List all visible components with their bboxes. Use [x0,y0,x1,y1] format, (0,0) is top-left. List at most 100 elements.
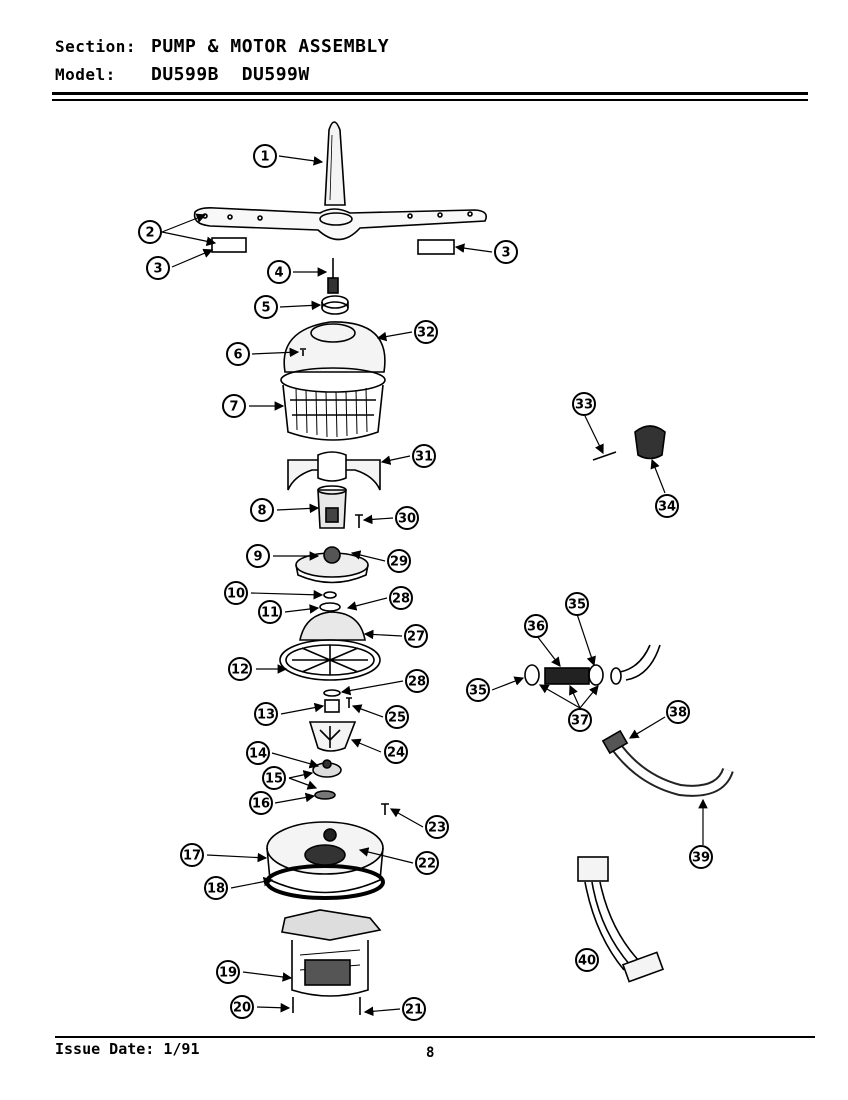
callout-label-33: 33 [575,398,593,413]
spray-arm-clip-left [211,237,247,253]
screw-33 [592,451,617,461]
callout-label-38: 38 [669,706,687,721]
callout-label-14: 14 [249,747,267,762]
lower-spray-arm [193,207,488,241]
callout-circle-18 [204,876,228,900]
callout-label-35: 35 [568,598,586,613]
callout-circle-25 [385,705,409,729]
callout-circle-1 [253,144,277,168]
issue-date: Issue Date: 1/91 [55,1040,200,1058]
callout-circle-28 [389,586,413,610]
seal-11 [319,602,341,612]
callout-label-28: 28 [392,592,410,607]
callout-label-18: 18 [207,882,225,897]
callout-circle-38 [666,700,690,724]
callout-label-16: 16 [252,797,270,812]
callout-label-13: 13 [257,708,275,723]
callout-circle-16 [249,791,273,815]
section-value: PUMP & MOTOR ASSEMBLY [151,36,390,57]
callout-circle-12 [228,657,252,681]
spray-arm-screw [327,258,339,294]
callout-circle-2 [138,220,162,244]
callout-circle-23 [425,815,449,839]
callout-circle-19 [216,960,240,984]
callout-label-22: 22 [418,857,436,872]
callout-circle-35 [466,678,490,702]
page-number: 8 [426,1045,435,1061]
o-ring-28 [323,689,341,697]
callout-circle-22 [415,851,439,875]
callout-label-9: 9 [253,550,262,565]
callout-label-30: 30 [398,512,416,527]
callout-circle-8 [250,498,274,522]
callout-circle-37 [568,708,592,732]
callout-label-19: 19 [219,966,237,981]
callout-circle-21 [402,997,426,1021]
callout-label-4: 4 [274,266,283,281]
section-heading: Section: PUMP & MOTOR ASSEMBLY [55,36,389,57]
header-rule-bottom [52,99,808,101]
callout-label-3: 3 [501,246,510,261]
callout-label-7: 7 [229,400,238,415]
callout-circle-31 [412,444,436,468]
callout-circle-17 [180,843,204,867]
deflector [287,451,381,491]
model-label: Model: [55,65,116,84]
drain-hose [601,729,734,797]
callout-label-29: 29 [390,555,408,570]
callout-circle-3 [146,256,170,280]
callout-circle-24 [384,740,408,764]
seal-ring-10 [323,591,337,599]
callout-label-40: 40 [578,954,596,969]
impeller-housing [317,485,347,529]
callout-label-6: 6 [233,348,242,363]
callout-label-28: 28 [408,675,426,690]
callout-label-32: 32 [417,326,435,341]
callout-circle-20 [230,995,254,1019]
callout-label-31: 31 [415,450,433,465]
callout-label-34: 34 [658,500,676,515]
callout-circle-29 [387,549,411,573]
callout-circle-34 [655,494,679,518]
section-label: Section: [55,37,137,56]
callout-label-3: 3 [153,262,162,277]
callout-label-36: 36 [527,620,545,635]
cover-screw [300,348,306,356]
model-value: DU599B DU599W [151,64,310,85]
callout-label-27: 27 [407,630,425,645]
callout-label-11: 11 [261,606,279,621]
callout-circle-40 [575,948,599,972]
callout-circle-13 [254,702,278,726]
callout-circle-7 [222,394,246,418]
part-13 [324,699,340,713]
impeller-plate [295,546,369,584]
footer-rule [55,1036,815,1038]
callout-circle-5 [254,295,278,319]
callout-label-5: 5 [261,301,270,316]
callout-label-21: 21 [405,1003,423,1018]
callout-circle-9 [246,544,270,568]
drain-impeller [312,759,342,778]
spray-tower-tube [324,121,346,206]
small-screw-30 [355,514,363,528]
hub-nut [321,295,349,315]
gasket-16 [314,790,336,800]
callout-label-25: 25 [388,711,406,726]
model-heading: Model: DU599B DU599W [55,64,310,85]
callout-label-8: 8 [257,504,266,519]
callout-circle-27 [404,624,428,648]
callout-label-24: 24 [387,746,405,761]
callout-circle-15 [262,766,286,790]
callout-circle-32 [414,320,438,344]
callout-label-15: 15 [265,772,283,787]
callout-label-2: 2 [145,226,154,241]
spray-arm-clip-right [417,239,455,255]
callout-circle-14 [246,741,270,765]
pump-housing [279,611,381,681]
pump-cover-and-filter-screen [280,321,386,441]
callout-circle-30 [395,506,419,530]
pump-base [265,821,385,900]
hose-coupling [524,644,661,686]
header-rule-top [52,92,808,95]
